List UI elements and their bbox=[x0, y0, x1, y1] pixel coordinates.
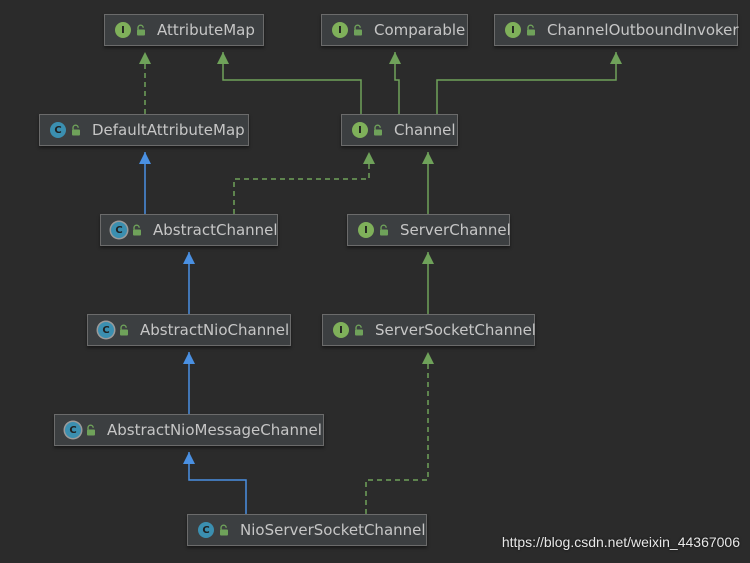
node-label: AbstractChannel bbox=[153, 221, 278, 239]
node-abstractniomessagechannel[interactable]: C AbstractNioMessageChannel bbox=[54, 414, 324, 446]
arrowhead bbox=[422, 252, 434, 264]
edge-abstractchannel-to-channel bbox=[233, 152, 375, 214]
node-label: AbstractNioMessageChannel bbox=[107, 421, 322, 439]
abstract-class-icon: C bbox=[111, 222, 127, 238]
node-comparable[interactable]: I Comparable bbox=[321, 14, 468, 46]
class-icon: C bbox=[50, 122, 66, 138]
interface-icon: I bbox=[332, 22, 348, 38]
node-abstractchannel[interactable]: C AbstractChannel bbox=[100, 214, 278, 246]
interface-icon: I bbox=[333, 322, 349, 338]
arrowhead bbox=[422, 152, 434, 164]
edge-defaultattrmap-to-attributemap bbox=[139, 52, 151, 114]
arrowhead bbox=[422, 352, 434, 364]
interface-icon: I bbox=[352, 122, 368, 138]
node-label: ServerChannel bbox=[400, 221, 511, 239]
public-lock-icon bbox=[525, 24, 537, 36]
public-lock-icon bbox=[353, 324, 365, 336]
node-label: Channel bbox=[394, 121, 456, 139]
node-defaultattributemap[interactable]: C DefaultAttributeMap bbox=[39, 114, 249, 146]
arrowhead bbox=[139, 52, 151, 64]
edge-serversocket-to-serverchannel bbox=[422, 252, 434, 314]
edge-abstractniomsg-to-abstractnio bbox=[183, 352, 195, 414]
node-label: DefaultAttributeMap bbox=[92, 121, 245, 139]
node-nioserversocketchannel[interactable]: C NioServerSocketChannel bbox=[187, 514, 427, 546]
arrowhead bbox=[363, 152, 375, 164]
interface-icon: I bbox=[358, 222, 374, 238]
public-lock-icon bbox=[218, 524, 230, 536]
node-label: AbstractNioChannel bbox=[140, 321, 290, 339]
abstract-class-icon: C bbox=[65, 422, 81, 438]
arrowhead bbox=[610, 52, 622, 64]
interface-icon: I bbox=[115, 22, 131, 38]
node-channeloutboundinvoker[interactable]: I ChannelOutboundInvoker bbox=[494, 14, 739, 46]
public-lock-icon bbox=[135, 24, 147, 36]
public-lock-icon bbox=[70, 124, 82, 136]
arrowhead bbox=[139, 152, 151, 164]
edge-nioserversocket-to-abstractniomsg bbox=[183, 452, 247, 514]
public-lock-icon bbox=[352, 24, 364, 36]
arrowhead bbox=[183, 352, 195, 364]
node-label: ServerSocketChannel bbox=[375, 321, 536, 339]
public-lock-icon bbox=[118, 324, 130, 336]
node-abstractniochannel[interactable]: C AbstractNioChannel bbox=[87, 314, 291, 346]
edge-abstractchannel-to-defaultattrmap bbox=[139, 152, 151, 214]
watermark-url: https://blog.csdn.net/weixin_44367006 bbox=[501, 534, 740, 550]
node-label: ChannelOutboundInvoker bbox=[547, 21, 739, 39]
edge-channel-to-attributemap bbox=[217, 52, 362, 114]
interface-icon: I bbox=[505, 22, 521, 38]
node-serverchannel[interactable]: I ServerChannel bbox=[347, 214, 511, 246]
node-serversocketchannel[interactable]: I ServerSocketChannel bbox=[322, 314, 536, 346]
public-lock-icon bbox=[85, 424, 97, 436]
arrowhead bbox=[389, 52, 401, 64]
edge-channel-to-comparable bbox=[389, 52, 401, 114]
edge-abstractnio-to-abstractchannel bbox=[183, 252, 195, 314]
node-label: Comparable bbox=[374, 21, 466, 39]
arrowhead bbox=[217, 52, 229, 64]
public-lock-icon bbox=[378, 224, 390, 236]
class-icon: C bbox=[198, 522, 214, 538]
node-label: AttributeMap bbox=[157, 21, 255, 39]
node-channel[interactable]: I Channel bbox=[341, 114, 458, 146]
public-lock-icon bbox=[372, 124, 384, 136]
edge-nioserversocket-to-serversocket bbox=[365, 352, 434, 514]
edge-serverchannel-to-channel bbox=[422, 152, 434, 214]
abstract-class-icon: C bbox=[98, 322, 114, 338]
edge-channel-to-outboundinvoker bbox=[436, 52, 622, 114]
public-lock-icon bbox=[131, 224, 143, 236]
node-label: NioServerSocketChannel bbox=[240, 521, 426, 539]
arrowhead bbox=[183, 252, 195, 264]
node-attributemap[interactable]: I AttributeMap bbox=[104, 14, 264, 46]
arrowhead bbox=[183, 452, 195, 464]
